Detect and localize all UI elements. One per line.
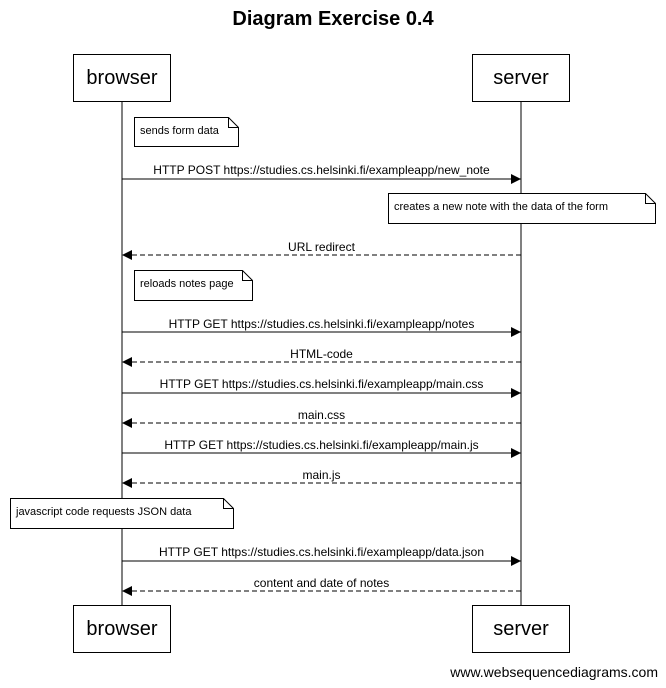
label-post-new-note: HTTP POST https://studies.cs.helsinki.fi… [153,163,490,177]
label-main-js: main.js [302,468,341,482]
participant-browser-bottom: browser [73,605,171,653]
note-text: javascript code requests JSON data [16,506,192,518]
label-get-main-css: HTTP GET https://studies.cs.helsinki.fi/… [159,377,484,391]
diagram-title: Diagram Exercise 0.4 [232,8,434,30]
label-main-css: main.css [297,408,346,422]
note-reloads-page: reloads notes page [134,270,253,301]
footer-credit: www.websequencediagrams.com [450,664,658,680]
note-text: sends form data [140,125,219,137]
note-text: creates a new note with the data of the … [394,201,609,213]
note-creates-note: creates a new note with the data of the … [388,193,656,224]
label-get-main-js: HTTP GET https://studies.cs.helsinki.fi/… [164,438,479,452]
note-js-requests: javascript code requests JSON data [10,498,234,529]
label-get-data-json: HTTP GET https://studies.cs.helsinki.fi/… [158,545,485,559]
participant-server-bottom: server [472,605,570,653]
participant-browser-top: browser [73,54,171,102]
label-get-notes: HTTP GET https://studies.cs.helsinki.fi/… [168,317,475,331]
note-sends-form-data: sends form data [134,117,239,147]
participant-server-top: server [472,54,570,102]
label-content-date: content and date of notes [253,576,390,590]
note-text: reloads notes page [140,278,234,290]
label-url-redirect: URL redirect [288,240,355,254]
label-html-code: HTML-code [290,347,353,361]
